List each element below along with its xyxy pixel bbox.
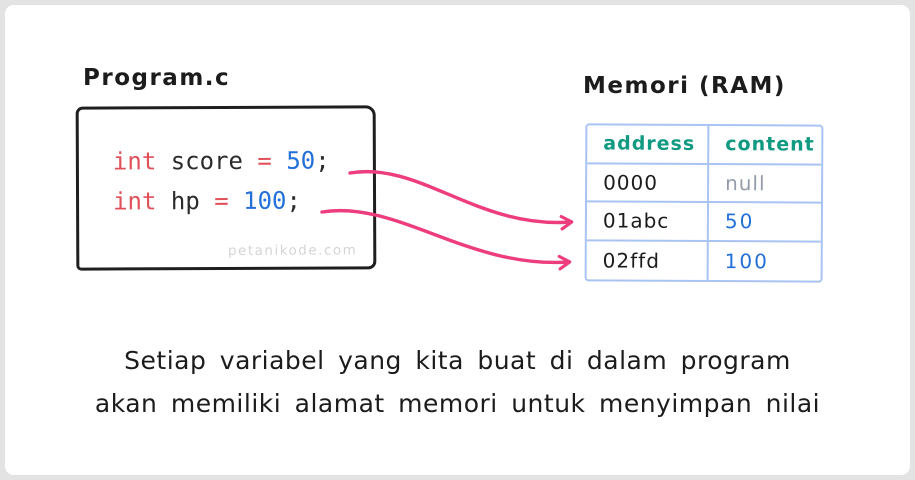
caption-line-2: akan memiliki alamat memori untuk menyim… [94, 389, 821, 418]
arrow-score-to-01abc-icon [348, 169, 574, 231]
caption-line-1: Setiap variabel yang kita buat di dalam … [124, 346, 791, 375]
variable-hp: hp [156, 187, 215, 216]
memory-table: address content 0000 null 01abc 50 02ffd… [584, 123, 824, 283]
caption: Setiap variabel yang kita buat di dalam … [5, 339, 910, 425]
keyword-int: int [112, 187, 157, 216]
column-header-content: content [709, 126, 822, 166]
code-line-score: int score = 50; [113, 147, 330, 176]
table-row-content: 50 [708, 203, 821, 243]
table-row-content: null [708, 164, 822, 204]
semicolon: ; [286, 186, 301, 215]
assign-operator: = [214, 186, 229, 216]
keyword-int: int [112, 147, 157, 176]
table-row-address: 01abc [586, 202, 709, 242]
assign-operator: = [257, 146, 272, 175]
canvas-frame: Program.c int score = 50; int hp = 100; … [5, 5, 910, 475]
memory-ram-title: Memori (RAM) [583, 73, 786, 99]
arrow-hp-to-02ffd-icon [320, 208, 572, 271]
literal-100: 100 [228, 186, 287, 215]
table-row-content: 100 [724, 248, 769, 274]
table-row-address: 0000 [587, 163, 710, 204]
column-header-address: address [587, 125, 710, 165]
variable-score: score [156, 146, 258, 176]
code-line-hp: int hp = 100; [113, 187, 301, 216]
program-file-title: Program.c [83, 65, 231, 91]
pointer-arrows [320, 169, 574, 271]
